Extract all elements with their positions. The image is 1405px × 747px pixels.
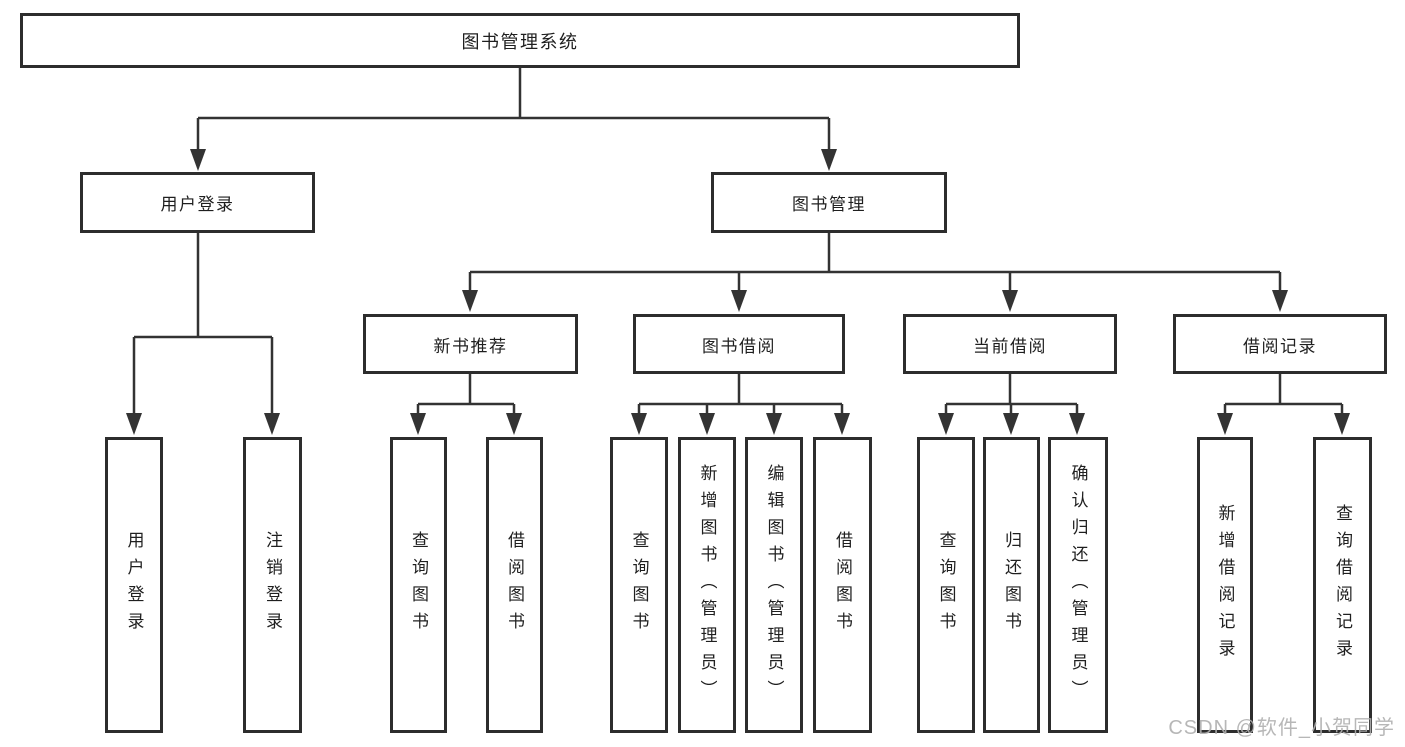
arrowhead-icon bbox=[631, 413, 647, 435]
arrowhead-icon bbox=[938, 413, 954, 435]
node-leaf-logout: 注销登录 bbox=[243, 437, 302, 733]
node-leaf-bb-query-books-label: 查询图书 bbox=[629, 531, 649, 639]
node-user-login-label: 用户登录 bbox=[160, 195, 235, 214]
node-leaf-br-query-record: 查询借阅记录 bbox=[1313, 437, 1372, 733]
arrowhead-icon bbox=[126, 413, 142, 435]
arrowhead-icon bbox=[462, 290, 478, 312]
node-leaf-logout-label: 注销登录 bbox=[263, 531, 282, 639]
arrowhead-icon bbox=[821, 149, 837, 171]
node-current-borrowing: 当前借阅 bbox=[903, 314, 1117, 374]
node-new-book-recommend: 新书推荐 bbox=[363, 314, 578, 374]
arrowhead-icon bbox=[699, 413, 715, 435]
node-leaf-cb-query-books-label: 查询图书 bbox=[936, 531, 956, 639]
arrowhead-icon bbox=[506, 413, 522, 435]
node-leaf-nbr-borrow-books-label: 借阅图书 bbox=[505, 531, 524, 639]
node-borrow-records: 借阅记录 bbox=[1173, 314, 1387, 374]
node-book-borrowing-label: 图书借阅 bbox=[702, 336, 776, 356]
node-leaf-bb-borrow-books-label: 借阅图书 bbox=[833, 531, 852, 639]
node-leaf-cb-return-books: 归还图书 bbox=[983, 437, 1040, 733]
node-library-system: 图书管理系统 bbox=[20, 13, 1020, 68]
arrowhead-icon bbox=[1272, 290, 1288, 312]
node-leaf-cb-confirm-return-admin: 确认归还（管理员） bbox=[1048, 437, 1108, 733]
node-leaf-user-login-label: 用户登录 bbox=[124, 531, 144, 639]
node-leaf-bb-add-books-admin: 新增图书（管理员） bbox=[678, 437, 736, 733]
arrowhead-icon bbox=[410, 413, 426, 435]
node-leaf-br-query-record-label: 查询借阅记录 bbox=[1333, 504, 1352, 666]
arrowhead-icon bbox=[1002, 290, 1018, 312]
node-leaf-nbr-query-books-label: 查询图书 bbox=[409, 531, 428, 639]
node-leaf-cb-return-books-label: 归还图书 bbox=[1002, 531, 1021, 639]
node-leaf-bb-add-books-admin-label: 新增图书（管理员） bbox=[697, 463, 717, 707]
node-borrow-records-label: 借阅记录 bbox=[1243, 336, 1317, 356]
arrowhead-icon bbox=[1217, 413, 1233, 435]
arrowhead-icon bbox=[190, 149, 206, 171]
arrowhead-icon bbox=[731, 290, 747, 312]
arrowhead-icon bbox=[1334, 413, 1350, 435]
node-leaf-cb-query-books: 查询图书 bbox=[917, 437, 975, 733]
arrowhead-icon bbox=[1069, 413, 1085, 435]
node-leaf-cb-confirm-return-admin-label: 确认归还（管理员） bbox=[1068, 463, 1088, 707]
arrowhead-icon bbox=[834, 413, 850, 435]
node-leaf-bb-edit-books-admin: 编辑图书（管理员） bbox=[745, 437, 803, 733]
node-user-login: 用户登录 bbox=[80, 172, 315, 233]
node-book-management-label: 图书管理 bbox=[792, 195, 866, 214]
arrowhead-icon bbox=[1003, 413, 1019, 435]
node-leaf-br-add-record-label: 新增借阅记录 bbox=[1215, 504, 1235, 666]
node-new-book-recommend-label: 新书推荐 bbox=[433, 336, 508, 356]
node-leaf-br-add-record: 新增借阅记录 bbox=[1197, 437, 1253, 733]
node-book-management: 图书管理 bbox=[711, 172, 947, 233]
node-current-borrowing-label: 当前借阅 bbox=[973, 336, 1047, 356]
arrowhead-icon bbox=[264, 413, 280, 435]
node-library-system-label: 图书管理系统 bbox=[461, 31, 579, 52]
node-leaf-bb-edit-books-admin-label: 编辑图书（管理员） bbox=[764, 463, 784, 707]
csdn-watermark: CSDN @软件_小贺同学 bbox=[1168, 717, 1395, 739]
node-book-borrowing: 图书借阅 bbox=[633, 314, 845, 374]
node-leaf-bb-query-books: 查询图书 bbox=[610, 437, 668, 733]
node-leaf-nbr-borrow-books: 借阅图书 bbox=[486, 437, 543, 733]
node-leaf-nbr-query-books: 查询图书 bbox=[390, 437, 447, 733]
node-leaf-user-login: 用户登录 bbox=[105, 437, 163, 733]
node-leaf-bb-borrow-books: 借阅图书 bbox=[813, 437, 872, 733]
arrowhead-icon bbox=[766, 413, 782, 435]
